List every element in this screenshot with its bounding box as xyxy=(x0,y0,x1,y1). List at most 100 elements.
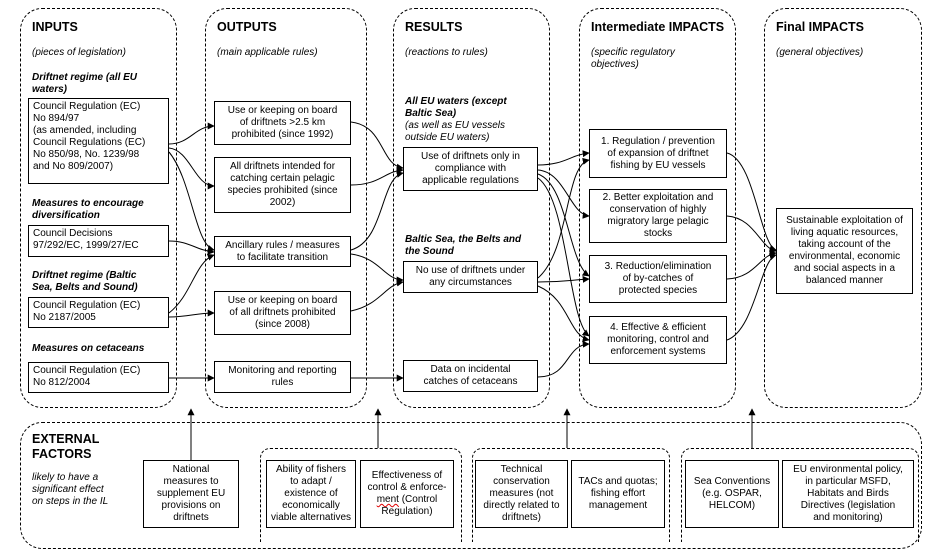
link-o1-to-r1 xyxy=(350,121,404,171)
output-monitoring-rules: Monitoring and reporting rules xyxy=(214,361,351,393)
external-eu-env-policy: EU environmental policy, in particular M… xyxy=(782,460,914,528)
inputs-section-diversification: Measures to encourage diversification xyxy=(32,198,144,221)
impact-bycatch-reduction-text: 3. Reduction/elimination of by-catches o… xyxy=(604,261,712,296)
input-regulation-2187-2005: Council Regulation (EC) No 2187/2005 xyxy=(28,297,169,328)
result-compliance: Use of driftnets only in compliance with… xyxy=(403,147,538,191)
link-o4-to-r2 xyxy=(350,279,404,312)
results-section-all-eu: All EU waters (except Baltic Sea) xyxy=(405,96,507,119)
external-control-text-b: ment xyxy=(376,494,399,505)
external-eu-env-policy-text: EU environmental policy, in particular M… xyxy=(793,464,903,523)
inputs-title: INPUTS xyxy=(32,20,78,34)
inputs-column xyxy=(20,8,177,408)
result-no-driftnets: No use of driftnets under any circumstan… xyxy=(403,261,538,293)
external-group-results xyxy=(472,448,670,542)
input-regulation-894-97-text: Council Regulation (EC) No 894/97 (as am… xyxy=(33,101,146,172)
final-title: Final IMPACTS xyxy=(776,20,864,34)
link-894-to-o2 xyxy=(168,147,215,190)
impact-monitoring-control: 4. Effective & efficient monitoring, con… xyxy=(589,316,727,364)
inputs-section-cetaceans: Measures on cetaceans xyxy=(32,343,145,354)
link-r1-to-i4 xyxy=(537,177,590,337)
link-894-to-o1 xyxy=(168,122,215,145)
result-compliance-text: Use of driftnets only in compliance with… xyxy=(421,151,520,186)
output-driftnets-2-5km-text: Use or keeping on board of driftnets >2.… xyxy=(227,105,338,140)
external-control-effectiveness: Effectiveness of control & enforce- ment… xyxy=(360,460,454,528)
output-pelagic-prohibited: All driftnets intended for catching cert… xyxy=(214,157,351,213)
external-sea-conventions-text: Sea Conventions (e.g. OSPAR, HELCOM) xyxy=(693,476,771,511)
external-national-measures-text: National measures to supplement EU provi… xyxy=(156,464,226,523)
link-o3-to-r1 xyxy=(350,170,404,251)
input-council-decisions: Council Decisions 97/292/EC, 1999/27/EC xyxy=(28,225,169,257)
external-fishers-ability-text: Ability of fishers to adapt / existence … xyxy=(270,464,352,523)
input-regulation-812-2004: Council Regulation (EC) No 812/2004 xyxy=(28,362,169,393)
intermediate-subtitle: (specific regulatory objectives) xyxy=(591,47,675,70)
link-r1-to-i1 xyxy=(537,150,590,166)
external-fishers-ability: Ability of fishers to adapt / existence … xyxy=(266,460,356,528)
input-regulation-2187-2005-text: Council Regulation (EC) No 2187/2005 xyxy=(33,300,141,323)
inputs-section-driftnet-baltic: Driftnet regime (Baltic Sea, Belts and S… xyxy=(32,270,138,293)
external-sea-conventions: Sea Conventions (e.g. OSPAR, HELCOM) xyxy=(685,460,779,528)
result-cetacean-data: Data on incidental catches of cetaceans xyxy=(403,360,538,392)
impact-regulation-prevention: 1. Regulation / prevention of expansion … xyxy=(589,129,727,178)
intermediate-title: Intermediate IMPACTS xyxy=(591,20,725,34)
final-sustainable-exploitation: Sustainable exploitation of living aquat… xyxy=(776,208,913,294)
external-control-effectiveness-text: Effectiveness of control & enforce- ment… xyxy=(368,470,447,518)
results-section-all-eu-note: (as well as EU vessels outside EU waters… xyxy=(405,120,506,143)
output-ancillary-rules: Ancillary rules / measures to facilitate… xyxy=(214,236,351,267)
external-control-text-c: (Control Regulation) xyxy=(381,494,438,517)
results-title: RESULTS xyxy=(405,20,463,34)
link-2187-to-o3 xyxy=(168,253,215,314)
results-subtitle: (reactions to rules) xyxy=(405,47,488,58)
link-i4-to-final xyxy=(726,253,777,341)
impact-bycatch-reduction: 3. Reduction/elimination of by-catches o… xyxy=(589,255,727,303)
external-factors-frame xyxy=(20,422,922,549)
outputs-title: OUTPUTS xyxy=(217,20,277,34)
intermediate-impacts-column xyxy=(579,8,736,408)
output-monitoring-rules-text: Monitoring and reporting rules xyxy=(228,365,337,388)
inputs-subtitle: (pieces of legislation) xyxy=(32,47,126,58)
external-control-text-a: Effectiveness of control & enforce- xyxy=(367,470,447,493)
final-impacts-column xyxy=(764,8,922,408)
link-r1-to-i2 xyxy=(537,169,590,219)
link-o3-to-r2 xyxy=(350,253,404,284)
link-894-to-o3 xyxy=(168,151,215,252)
outputs-column xyxy=(205,8,367,408)
impact-monitoring-control-text: 4. Effective & efficient monitoring, con… xyxy=(607,322,709,357)
output-all-driftnets-prohibited: Use or keeping on board of all driftnets… xyxy=(214,291,351,335)
final-subtitle: (general objectives) xyxy=(776,47,864,58)
link-i1-to-final xyxy=(726,152,777,252)
link-r2-to-i1 xyxy=(537,157,590,279)
input-regulation-812-2004-text: Council Regulation (EC) No 812/2004 xyxy=(33,365,141,388)
impact-better-exploitation-text: 2. Better exploitation and conservation … xyxy=(602,192,714,239)
link-o2-to-r1 xyxy=(350,166,404,186)
external-group-impacts xyxy=(681,448,919,542)
external-group-outputs xyxy=(260,448,462,542)
external-technical-measures: Technical conservation measures (not dir… xyxy=(475,460,568,528)
result-no-driftnets-text: No use of driftnets under any circumstan… xyxy=(415,265,526,288)
results-column xyxy=(393,8,550,408)
outputs-subtitle: (main applicable rules) xyxy=(217,47,318,58)
link-r3-to-i4 xyxy=(537,340,590,378)
link-2187-to-o4 xyxy=(168,309,215,318)
input-regulation-894-97: Council Regulation (EC) No 894/97 (as am… xyxy=(28,98,169,184)
link-decisions-to-o3 xyxy=(168,240,215,255)
external-technical-measures-text: Technical conservation measures (not dir… xyxy=(483,464,560,523)
link-r1-to-i3 xyxy=(537,173,590,277)
external-title: EXTERNAL FACTORS xyxy=(32,432,100,461)
result-cetacean-data-text: Data on incidental catches of cetaceans xyxy=(423,364,518,387)
link-i2-to-final xyxy=(726,215,777,254)
external-tacs-quotas: TACs and quotas; fishing effort manageme… xyxy=(571,460,665,528)
link-r2-to-i4 xyxy=(537,285,590,342)
link-r2-to-i3 xyxy=(537,275,590,283)
external-tacs-quotas-text: TACs and quotas; fishing effort manageme… xyxy=(578,476,658,511)
input-council-decisions-text: Council Decisions 97/292/EC, 1999/27/EC xyxy=(33,228,139,251)
impact-regulation-prevention-text: 1. Regulation / prevention of expansion … xyxy=(601,135,715,171)
output-ancillary-rules-text: Ancillary rules / measures to facilitate… xyxy=(225,239,340,263)
output-pelagic-prohibited-text: All driftnets intended for catching cert… xyxy=(227,161,338,208)
output-all-driftnets-prohibited-text: Use or keeping on board of all driftnets… xyxy=(227,295,338,330)
external-subtitle: likely to have a significant effect on s… xyxy=(32,472,109,507)
external-national-measures: National measures to supplement EU provi… xyxy=(143,460,239,528)
inputs-section-driftnet-all: Driftnet regime (all EU waters) xyxy=(32,72,138,95)
results-section-baltic: Baltic Sea, the Belts and the Sound xyxy=(405,234,522,257)
link-i3-to-final xyxy=(726,250,777,280)
